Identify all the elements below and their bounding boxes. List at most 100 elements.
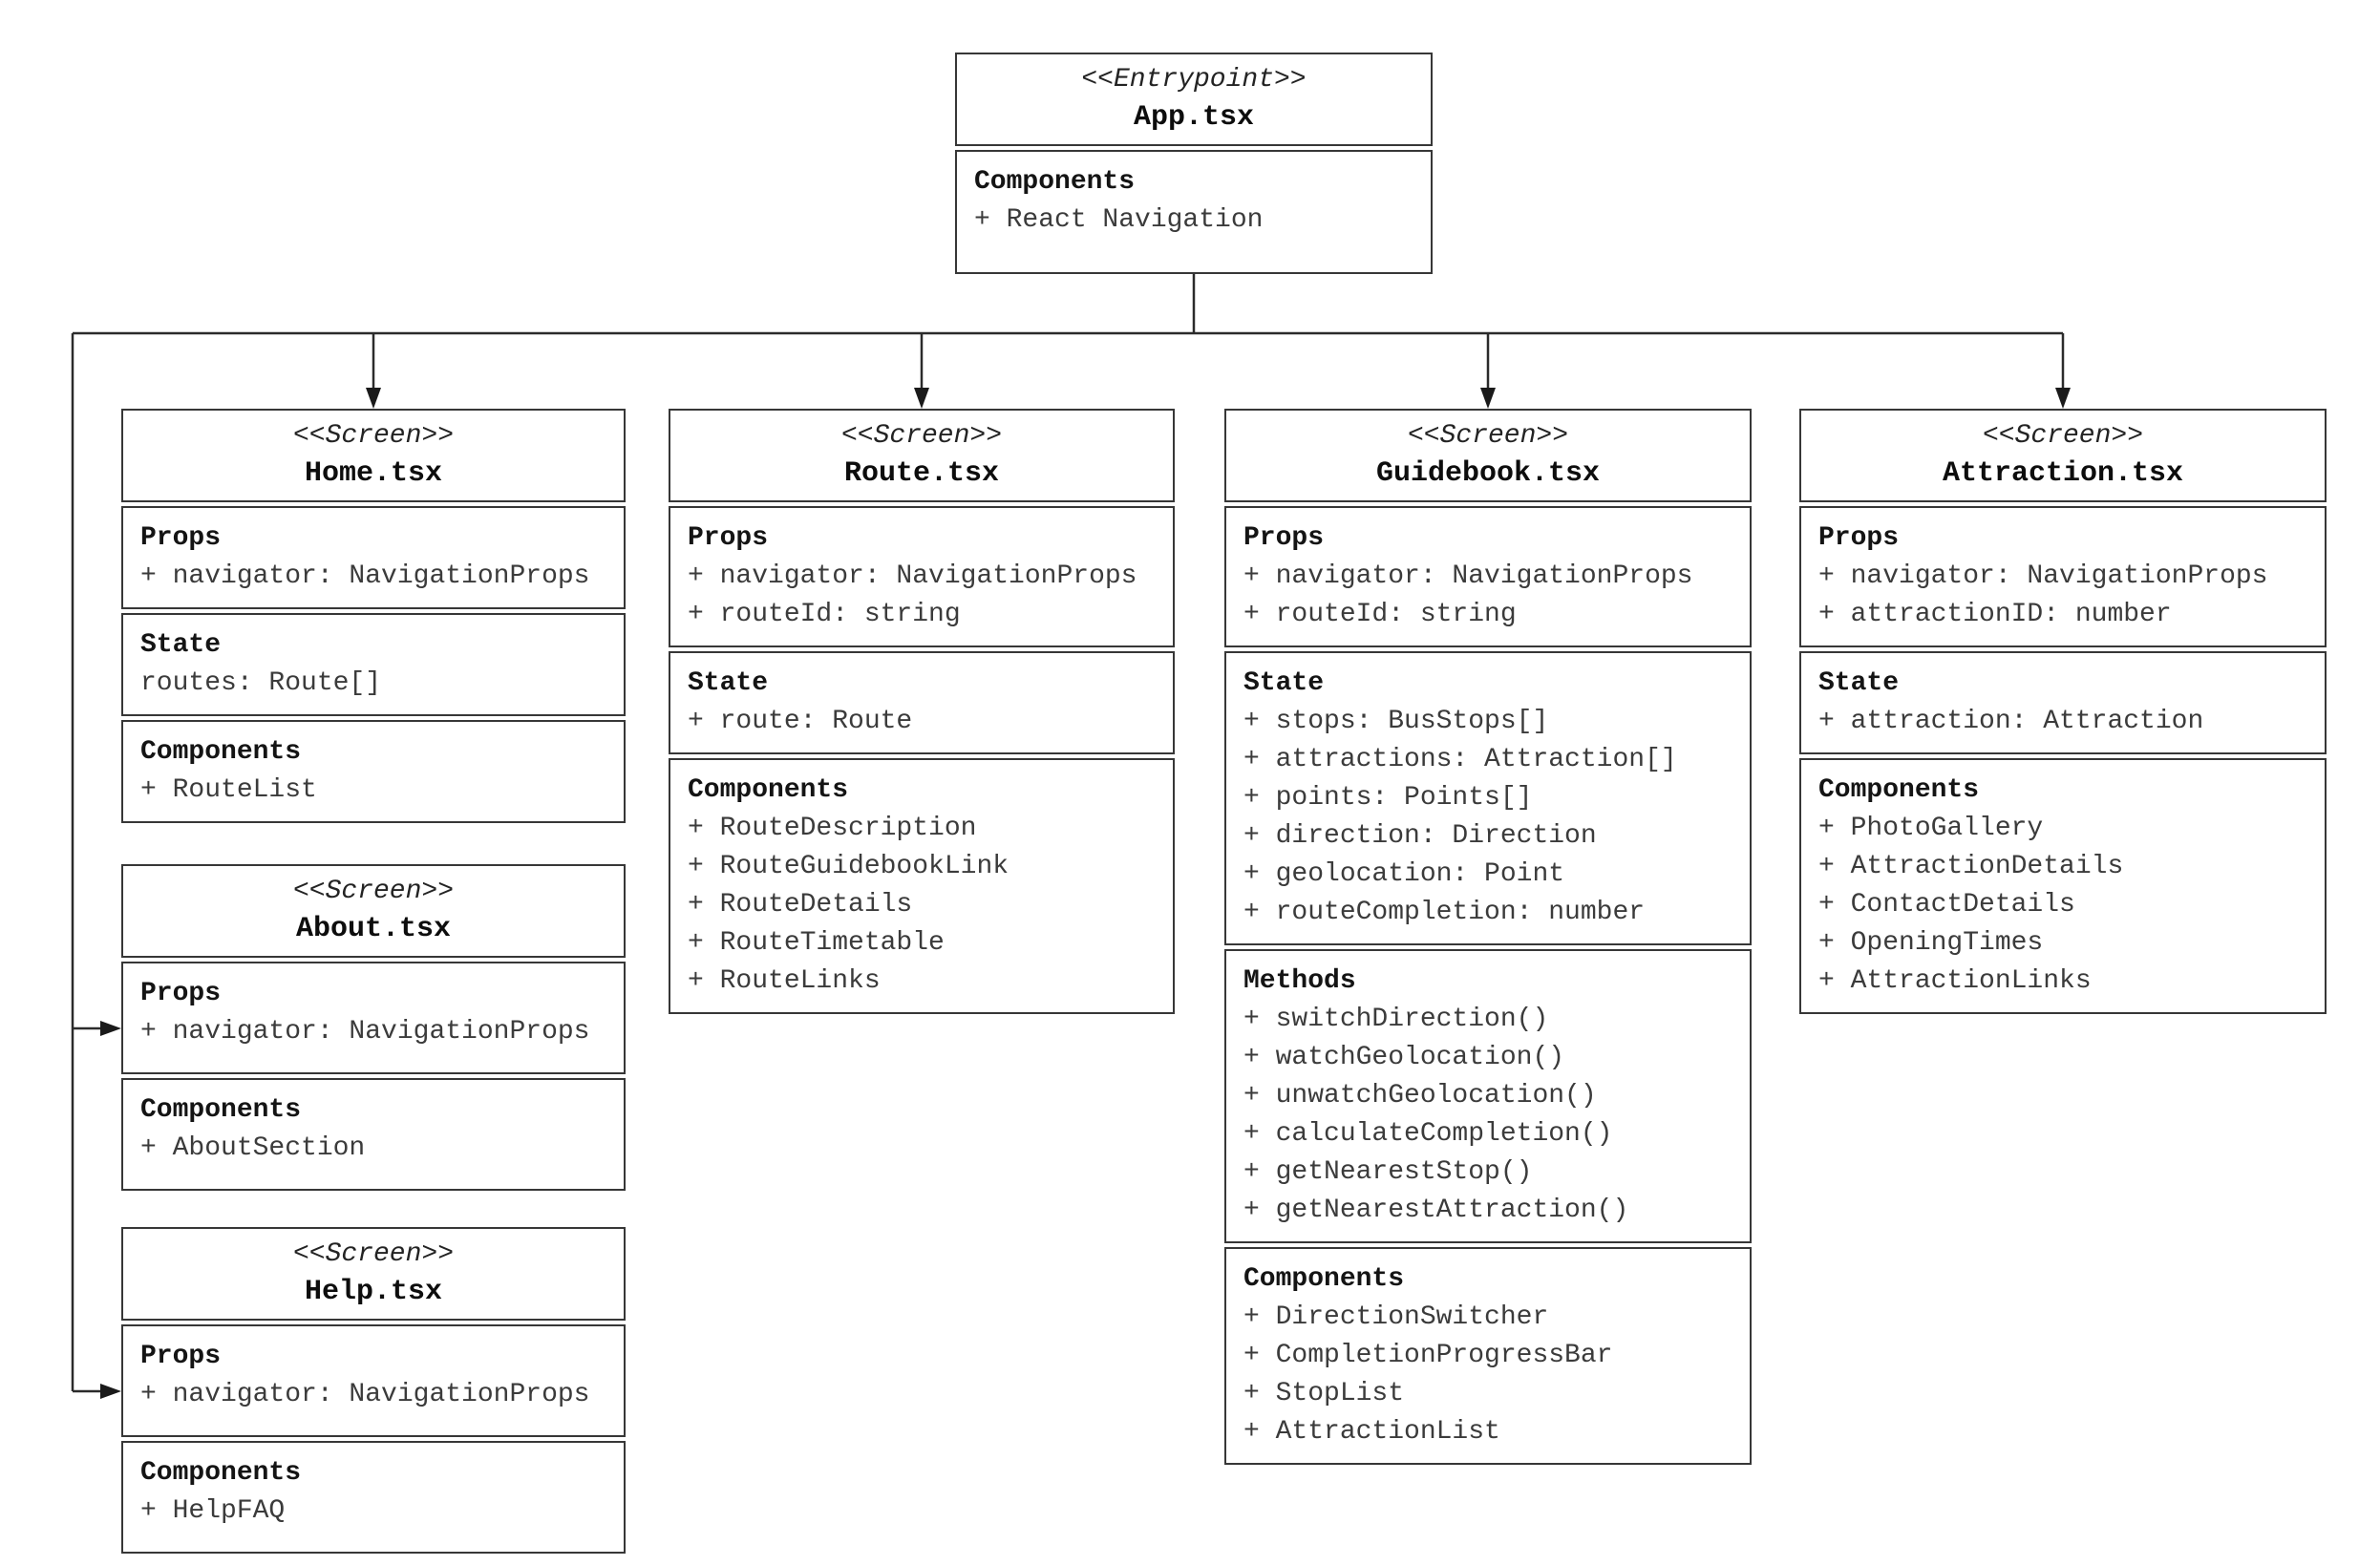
class-box-route: <<Screen>> Route.tsx Props + navigator: … [669,409,1175,1014]
member-item: + RouteGuidebookLink [688,852,1009,881]
class-name-label: Home.tsx [304,457,443,490]
section-header: Methods [1243,966,1356,996]
section-header: State [688,668,769,698]
member-item: + getNearestStop() [1243,1157,1533,1187]
member-item: + unwatchGeolocation() [1243,1081,1597,1111]
member-item: + getNearestAttraction() [1243,1196,1629,1225]
member-item: + routeCompletion: number [1243,898,1646,927]
section-props: Props + navigator: NavigationProps + rou… [1224,506,1752,647]
class-name-label: Attraction.tsx [1942,457,2184,490]
section-header: State [140,630,222,660]
arrowhead-attraction [2055,388,2071,409]
class-box-home: <<Screen>> Home.tsx Props + navigator: N… [121,409,626,823]
section-header: State [1818,668,1900,698]
member-item: + PhotoGallery [1818,814,2044,843]
title-compartment: <<Screen>> Guidebook.tsx [1224,409,1752,502]
stereotype-label: <<Screen>> [292,421,455,451]
arrowhead-help [100,1384,121,1399]
member-item: + AttractionDetails [1818,852,2124,881]
stereotype-label: <<Screen>> [1407,421,1569,451]
section-props: Props + navigator: NavigationProps + rou… [669,506,1175,647]
section-components: Components + PhotoGallery + AttractionDe… [1799,758,2327,1014]
member-item: + stops: BusStops[] [1243,707,1549,736]
title-compartment: <<Screen>> Route.tsx [669,409,1175,502]
member-item: + navigator: NavigationProps [140,561,590,591]
member-item: + CompletionProgressBar [1243,1341,1613,1370]
section-header: Components [974,167,1136,197]
class-box-help: <<Screen>> Help.tsx Props + navigator: N… [121,1227,626,1554]
member-item: + RouteLinks [688,966,881,996]
section-header: Components [140,737,302,767]
member-item: + AttractionList [1243,1417,1500,1447]
member-item: + navigator: NavigationProps [140,1380,590,1409]
member-item: + navigator: NavigationProps [688,561,1137,591]
class-name-label: Guidebook.tsx [1375,457,1601,490]
section-header: Components [140,1458,302,1488]
arrowhead-about [100,1021,121,1036]
section-header: State [1243,668,1325,698]
arrowhead-home [366,388,381,409]
section-header: Props [1243,523,1325,553]
section-props: Props + navigator: NavigationProps [121,506,626,609]
class-name-label: Help.tsx [304,1276,443,1308]
title-compartment: <<Screen>> About.tsx [121,864,626,958]
title-compartment: <<Screen>> Attraction.tsx [1799,409,2327,502]
section-header: Components [1818,775,1980,805]
section-components: Components + React Navigation [955,150,1433,274]
section-props: Props + navigator: NavigationProps [121,1324,626,1437]
section-components: Components + RouteList [121,720,626,823]
section-header: Components [1243,1264,1405,1294]
member-item: + routeId: string [688,600,961,629]
arrowhead-guidebook [1480,388,1496,409]
section-components: Components + DirectionSwitcher + Complet… [1224,1247,1752,1465]
member-item: + HelpFAQ [140,1496,286,1526]
member-item: + attraction: Attraction [1818,707,2204,736]
section-state: State + attraction: Attraction [1799,651,2327,754]
member-item: routes: Route[] [140,668,382,698]
member-item: + DirectionSwitcher [1243,1302,1549,1332]
class-name-label: App.tsx [1133,101,1255,134]
member-item: + AboutSection [140,1133,366,1163]
section-header: Props [140,1342,222,1371]
stereotype-label: <<Entrypoint>> [1081,65,1307,95]
section-header: Props [140,979,222,1008]
section-props: Props + navigator: NavigationProps [121,962,626,1074]
member-item: + points: Points[] [1243,783,1533,813]
class-box-guidebook: <<Screen>> Guidebook.tsx Props + navigat… [1224,409,1752,1465]
class-box-attraction: <<Screen>> Attraction.tsx Props + naviga… [1799,409,2327,1014]
section-header: Components [140,1095,302,1125]
member-item: + StopList [1243,1379,1405,1408]
class-name-label: About.tsx [295,913,452,945]
member-item: + RouteTimetable [688,928,945,958]
stereotype-label: <<Screen>> [292,1239,455,1269]
stereotype-label: <<Screen>> [840,421,1003,451]
stereotype-label: <<Screen>> [1982,421,2144,451]
member-item: + navigator: NavigationProps [140,1017,590,1047]
class-name-label: Route.tsx [843,457,1000,490]
member-item: + watchGeolocation() [1243,1043,1565,1072]
section-state: State routes: Route[] [121,613,626,716]
stereotype-label: <<Screen>> [292,877,455,906]
member-item: + navigator: NavigationProps [1243,561,1693,591]
member-item: + OpeningTimes [1818,928,2044,958]
section-components: Components + RouteDescription + RouteGui… [669,758,1175,1014]
section-header: Components [688,775,849,805]
member-item: + React Navigation [974,205,1264,235]
member-item: + routeId: string [1243,600,1517,629]
section-header: Props [140,523,222,553]
member-item: + navigator: NavigationProps [1818,561,2268,591]
section-components: Components + HelpFAQ [121,1441,626,1554]
section-header: Props [1818,523,1900,553]
member-item: + direction: Direction [1243,821,1597,851]
member-item: + calculateCompletion() [1243,1119,1613,1149]
class-box-app: <<Entrypoint>> App.tsx Components + Reac… [955,53,1433,274]
member-item: + RouteDescription [688,814,977,843]
section-state: State + route: Route [669,651,1175,754]
member-item: + RouteList [140,775,317,805]
member-item: + ContactDetails [1818,890,2075,920]
member-item: + switchDirection() [1243,1005,1549,1034]
member-item: + geolocation: Point [1243,859,1565,889]
title-compartment: <<Screen>> Home.tsx [121,409,626,502]
section-state: State + stops: BusStops[] + attractions:… [1224,651,1752,945]
